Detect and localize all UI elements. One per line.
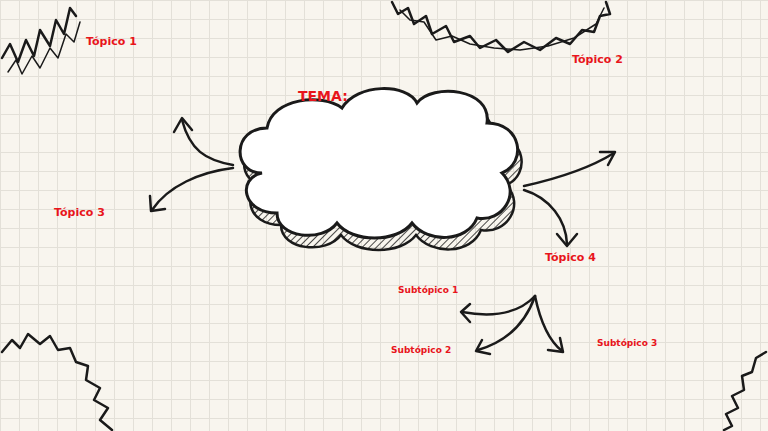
arrowhead: [174, 118, 192, 132]
cloud-node: TEMA:: [232, 78, 528, 256]
arrowhead: [557, 234, 577, 246]
scribble: [724, 352, 766, 430]
arrow: [524, 153, 614, 186]
arrowhead: [600, 152, 615, 165]
arrowhead: [461, 304, 470, 322]
arrowhead: [476, 340, 490, 354]
arrow: [524, 190, 567, 244]
arrow: [152, 168, 233, 210]
topic-label: Tópico 3: [54, 206, 105, 219]
topic-label: Subtópico 1: [398, 285, 458, 295]
scribble: [2, 334, 112, 430]
scribble: [392, 2, 610, 52]
arrowhead: [548, 338, 563, 352]
arrowhead: [150, 196, 165, 211]
topic-label: Tópico 1: [86, 35, 137, 48]
cloud-shape: [232, 78, 528, 256]
arrow: [535, 296, 562, 351]
topic-label: Subtópico 2: [391, 345, 451, 355]
scribble: [400, 8, 604, 50]
arrow: [478, 296, 535, 350]
topic-label: Subtópico 3: [597, 338, 657, 348]
topic-label: Tópico 4: [545, 251, 596, 264]
arrow: [462, 296, 535, 314]
scribble: [8, 22, 80, 74]
topic-label: Tópico 2: [572, 53, 623, 66]
theme-heading: TEMA:: [298, 88, 348, 104]
